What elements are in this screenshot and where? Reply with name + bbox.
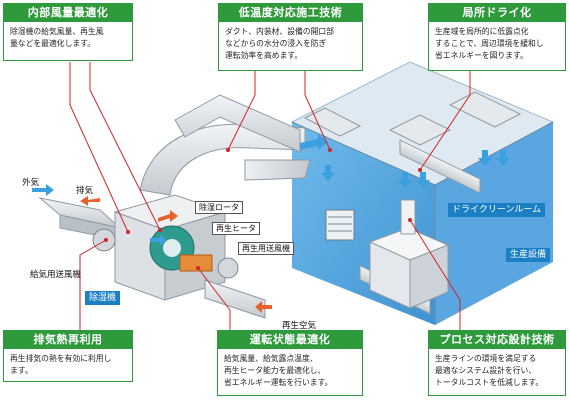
callout-operation-optimization: 運転状態最適化 給気風量、給気露点温度、 再生ヒータ能力を最適化し、 省エネルギ… [217, 330, 363, 396]
label-regen-air: 再生空気 [282, 321, 317, 331]
top-duct-2 [399, 139, 481, 194]
callout-title: 運転状態最適化 [218, 331, 362, 349]
equipment-side [409, 244, 449, 309]
callout-title: 内部風量最適化 [4, 4, 132, 22]
label-exhaust: 排気 [76, 186, 94, 196]
callout-body: 給気風量、給気露点温度、 再生ヒータ能力を最適化し、 省エネルギー運転を行います… [224, 354, 333, 387]
supply-air-arrows [32, 134, 510, 246]
callout-title: 局所ドライ化 [429, 4, 565, 22]
callout-internal-airflow: 内部風量最適化 除湿機の給気風量、再生風 量などを最適化します。 [3, 3, 133, 61]
callout-process-design: プロセス対応設計技術 生産ラインの環境を満足する 最適なシステム設計を行い、 ト… [428, 330, 566, 396]
label-supply-fan: 給気用送風機 [30, 270, 82, 280]
callout-low-temp-construction: 低温度対応施工技術 ダクト、内装材、設備の開口部 などからの水分の浸入を防ぎ 運… [218, 3, 363, 71]
label-dehumidifier: 除湿機 [85, 291, 121, 305]
label-outside-air: 外気 [22, 178, 40, 188]
callout-body: ダクト、内装材、設備の開口部 などからの水分の浸入を防ぎ 運転効率を高めます。 [225, 27, 334, 60]
return-duct [174, 94, 301, 153]
regen-air-duct [204, 279, 266, 319]
local-dry-duct [400, 199, 416, 235]
callout-local-dry: 局所ドライ化 生産域を局所的に低露点化 することで、周辺環境を緩和し 省エネルギ… [428, 3, 566, 71]
callout-body: 生産ラインの環境を満足する 最適なシステム設計を行い、 トータルコストを低減しま… [435, 354, 544, 387]
regen-fan [217, 257, 239, 279]
exhaust-arrows [80, 196, 272, 313]
callout-title: 排気熱再利用 [4, 331, 132, 349]
leader-lines [69, 62, 471, 330]
callout-exhaust-heat-reuse: 排気熱再利用 再生排気の熱を有効に利用し ます。 [3, 330, 133, 382]
callout-title: 低温度対応施工技術 [219, 4, 362, 22]
label-regen-fan: 再生用送風機 [238, 242, 294, 255]
callout-title: プロセス対応設計技術 [429, 331, 565, 349]
callout-body: 生産域を局所的に低露点化 することで、周辺環境を緩和し 省エネルギーを図ります。 [435, 27, 544, 60]
regen-heater-block [179, 254, 213, 272]
label-regen-heater: 再生ヒータ [212, 222, 260, 235]
label-rotor: 除湿ロータ [195, 201, 243, 214]
label-production-equipment: 生産設備 [506, 248, 551, 262]
supply-duct [139, 123, 306, 196]
wall-vent [325, 209, 355, 241]
callout-body: 再生排気の熱を有効に利用し ます。 [10, 354, 112, 375]
callout-body: 除湿機の給気風量、再生風 量などを最適化します。 [10, 27, 104, 48]
label-dry-clean-room: ドライクリーンルーム [448, 203, 546, 217]
